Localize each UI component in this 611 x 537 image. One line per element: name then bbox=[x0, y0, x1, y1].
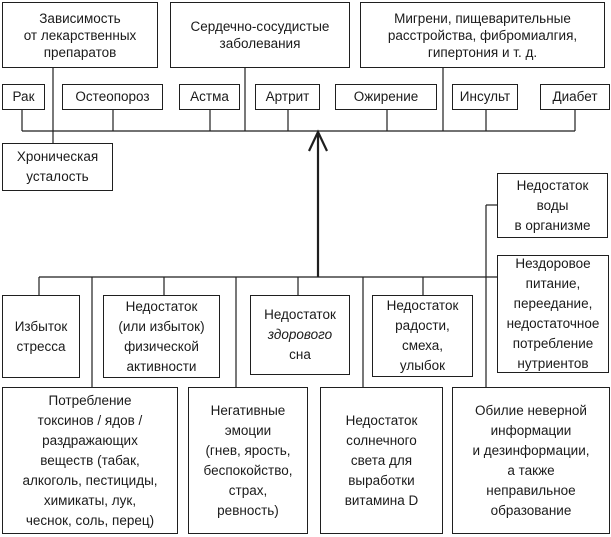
node-misinformation-label: Обилие неверной информации и дезинформац… bbox=[472, 402, 590, 518]
node-negative-emotions: Негативные эмоции (гнев, ярость, беспоко… bbox=[188, 387, 308, 534]
node-arthritis-label: Артрит bbox=[265, 89, 310, 104]
sleep-line1: Недостаток bbox=[264, 307, 336, 322]
node-toxins: Потребление токсинов / ядов / раздражающ… bbox=[2, 387, 178, 534]
node-excess-stress: Избыток стресса bbox=[2, 295, 80, 378]
node-drug-dependence-label: Зависимость от лекарственных препаратов bbox=[23, 10, 137, 60]
node-excess-stress-label: Избыток стресса bbox=[14, 318, 68, 354]
node-cancer-label: Рак bbox=[12, 89, 35, 104]
node-joy-deficiency-label: Недостаток радости, смеха, улыбок bbox=[386, 298, 459, 373]
up-arrow bbox=[308, 129, 328, 277]
node-asthma: Астма bbox=[179, 84, 240, 110]
node-unhealthy-eating: Нездоровое питание, переедание, недостат… bbox=[497, 255, 609, 373]
node-osteoporosis: Остеопороз bbox=[62, 84, 163, 110]
node-physical-activity: Недостаток (или избыток) физической акти… bbox=[103, 295, 220, 378]
sleep-line2-italic: здорового bbox=[267, 327, 333, 342]
node-water-deficiency-label: Недостаток воды в организме bbox=[514, 177, 591, 233]
node-joy-deficiency: Недостаток радости, смеха, улыбок bbox=[372, 295, 473, 377]
node-sleep-deficiency-label: Недостаток здорового сна bbox=[264, 305, 336, 365]
top-connectors bbox=[21, 68, 576, 143]
node-migraines-label: Мигрени, пищеварительные расстройства, ф… bbox=[387, 10, 578, 60]
node-cancer: Рак bbox=[2, 84, 45, 110]
node-obesity: Ожирение bbox=[335, 84, 437, 110]
node-migraines: Мигрени, пищеварительные расстройства, ф… bbox=[360, 2, 605, 68]
node-sunlight-deficiency-label: Недостаток солнечного света для выработк… bbox=[344, 412, 419, 508]
node-stroke: Инсульт bbox=[452, 84, 518, 110]
node-diabetes: Диабет bbox=[540, 84, 610, 110]
bottom-connectors bbox=[38, 204, 497, 387]
node-drug-dependence: Зависимость от лекарственных препаратов bbox=[2, 2, 158, 68]
node-misinformation: Обилие неверной информации и дезинформац… bbox=[452, 387, 610, 534]
node-cardiovascular: Сердечно-сосудистые заболевания bbox=[170, 2, 350, 68]
node-unhealthy-eating-label: Нездоровое питание, переедание, недостат… bbox=[506, 256, 600, 371]
node-toxins-label: Потребление токсинов / ядов / раздражающ… bbox=[22, 392, 158, 528]
sleep-line3: сна bbox=[289, 347, 311, 362]
node-arthritis: Артрит bbox=[255, 84, 320, 110]
node-asthma-label: Астма bbox=[190, 89, 229, 104]
node-chronic-fatigue: Хроническая усталость bbox=[2, 143, 113, 191]
node-osteoporosis-label: Остеопороз bbox=[75, 89, 150, 104]
node-diabetes-label: Диабет bbox=[552, 89, 598, 104]
node-sleep-deficiency: Недостаток здорового сна bbox=[250, 295, 350, 375]
node-sunlight-deficiency: Недостаток солнечного света для выработк… bbox=[320, 387, 443, 534]
node-water-deficiency: Недостаток воды в организме bbox=[497, 173, 608, 238]
node-obesity-label: Ожирение bbox=[353, 89, 419, 104]
node-cardiovascular-label: Сердечно-сосудистые заболевания bbox=[190, 19, 330, 51]
node-stroke-label: Инсульт bbox=[459, 89, 511, 104]
node-physical-activity-label: Недостаток (или избыток) физической акти… bbox=[118, 298, 205, 374]
node-negative-emotions-label: Негативные эмоции (гнев, ярость, беспоко… bbox=[203, 402, 293, 518]
node-chronic-fatigue-label: Хроническая усталость bbox=[16, 149, 99, 184]
